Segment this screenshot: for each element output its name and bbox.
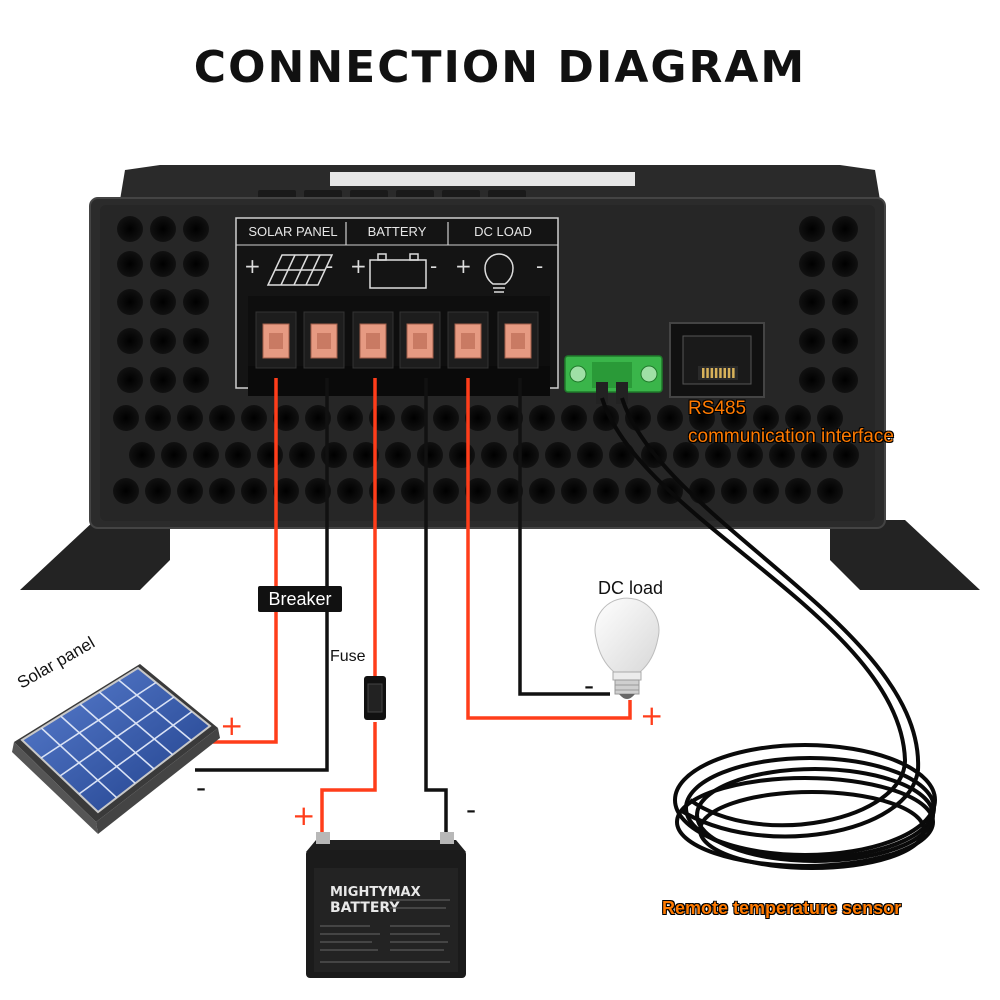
solar-minus-sign: - (196, 771, 207, 804)
fuse-label: Fuse (330, 648, 366, 665)
load-plus-sign: + (640, 699, 664, 732)
battery-minus-mark: - (430, 254, 438, 278)
solar-minus-mark: - (326, 254, 334, 278)
terminal-label-load: DC LOAD (474, 224, 532, 239)
fuse (364, 676, 386, 720)
battery-plus-mark: + (350, 254, 367, 278)
battery-symbol-icon (369, 253, 427, 289)
dc-load-bulb (594, 597, 660, 699)
sensor-label: Remote temperature sensor (662, 898, 902, 918)
rs485-port (669, 322, 765, 398)
sensor-terminal-connector (564, 355, 663, 404)
sensor-cable (600, 397, 937, 870)
battery-minus-sign: - (466, 793, 477, 826)
terminal-label-battery: BATTERY (367, 224, 427, 239)
terminal-panel (235, 217, 559, 396)
load-minus-sign: - (584, 669, 595, 702)
load-minus-mark: - (536, 254, 544, 278)
rs485-label: RS485 (688, 398, 747, 419)
battery-brand-line1: MIGHTYMAX (330, 885, 421, 900)
bulb-symbol-icon (484, 253, 514, 293)
dc-load-label: DC load (598, 578, 664, 598)
page-title: CONNECTION DIAGRAM (193, 42, 807, 93)
load-plus-mark: + (455, 254, 472, 278)
solar-plus-mark: + (244, 254, 261, 278)
battery-plus-sign: + (292, 799, 316, 832)
terminal-label-solar: SOLAR PANEL (248, 224, 338, 239)
solar-panel-symbol-icon (266, 254, 334, 286)
battery-brand-line2: BATTERY (330, 900, 400, 916)
solar-plus-sign: + (220, 709, 244, 742)
wiring (195, 378, 632, 836)
solar-panel (12, 664, 220, 834)
breaker-label: Breaker (258, 586, 342, 612)
battery: MIGHTYMAX BATTERY (306, 832, 466, 978)
rs485-sublabel: communication interface (688, 426, 894, 447)
